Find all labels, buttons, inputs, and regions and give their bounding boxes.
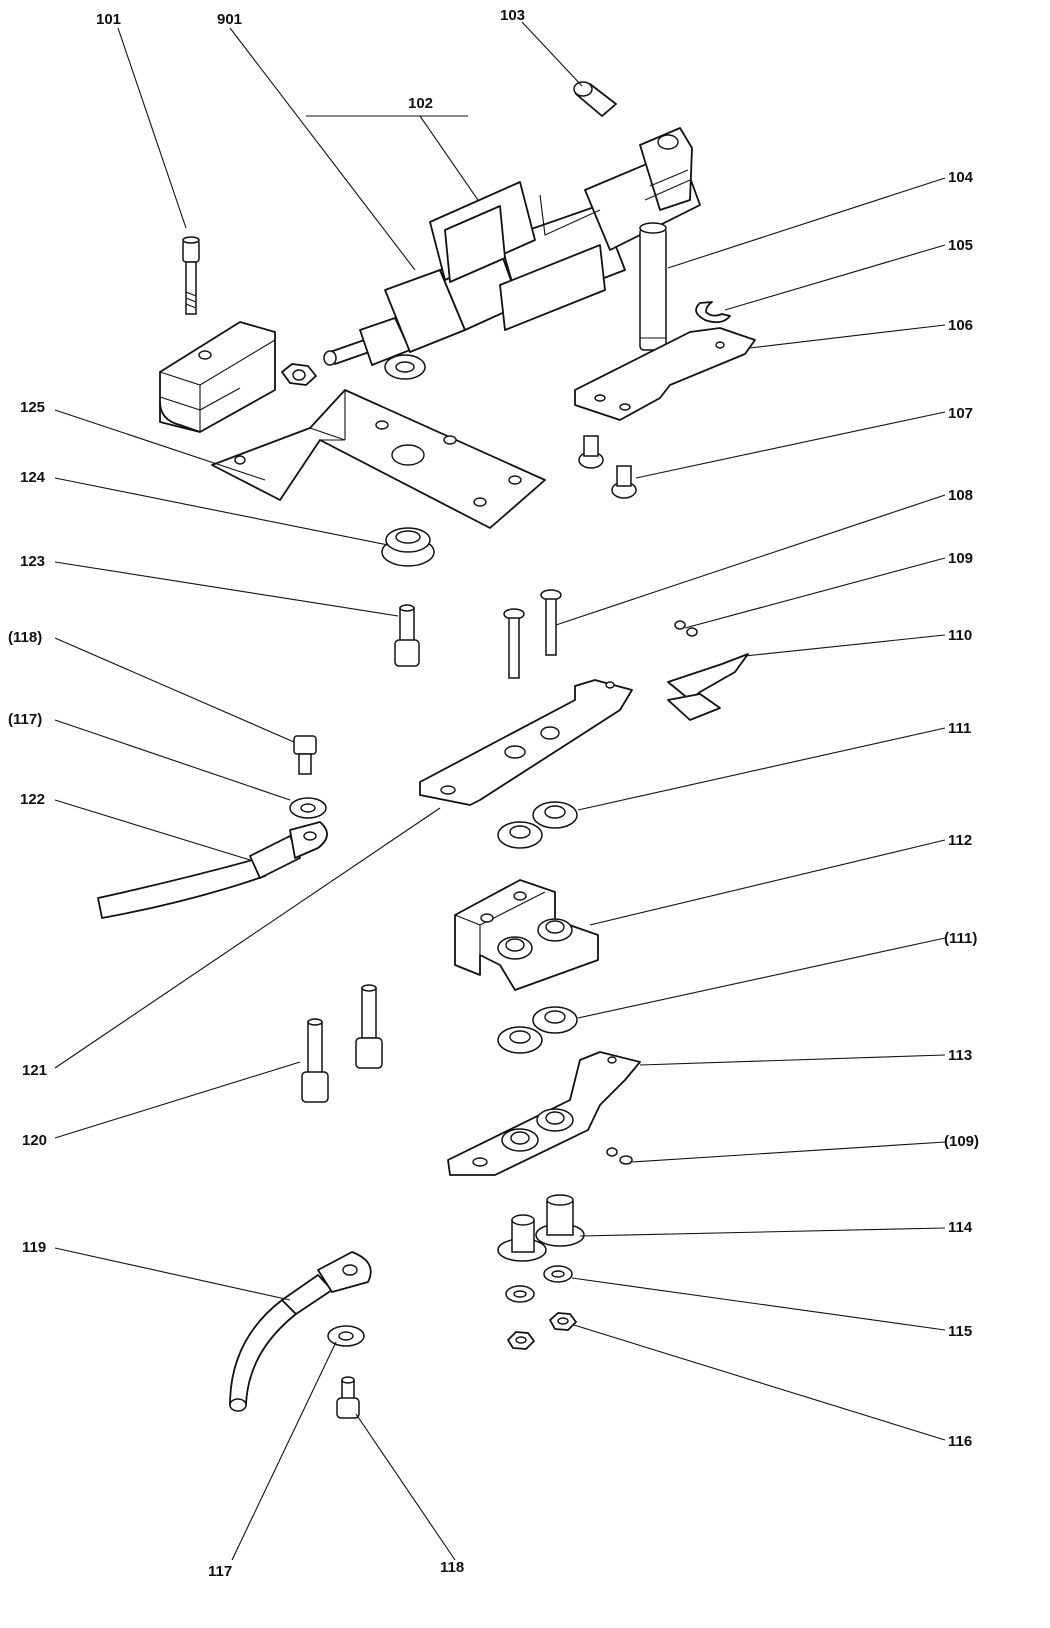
callout-110: 110 bbox=[948, 627, 972, 644]
callout-111-ref: (111) bbox=[944, 930, 977, 947]
callout-105: 105 bbox=[948, 237, 973, 254]
part-101-cap-screw bbox=[182, 236, 200, 315]
part-105-e-ring bbox=[695, 301, 731, 324]
part-123-cap-screw bbox=[394, 604, 420, 667]
part-109-small-screws-lower bbox=[606, 1147, 633, 1165]
callout-123: 123 bbox=[20, 553, 45, 570]
callout-106: 106 bbox=[948, 317, 973, 334]
callout-121: 121 bbox=[22, 1062, 47, 1079]
callout-117: 117 bbox=[208, 1563, 232, 1580]
part-111-washers-lower bbox=[497, 1006, 578, 1054]
part-120-cap-screws bbox=[301, 984, 383, 1103]
part-104-shaft bbox=[639, 222, 667, 351]
callout-113: 113 bbox=[948, 1047, 972, 1064]
part-117-washer-lower bbox=[327, 1325, 365, 1347]
callout-118: 118 bbox=[440, 1559, 464, 1576]
part-125-bent-bracket bbox=[211, 389, 546, 529]
callout-124: 124 bbox=[20, 469, 46, 486]
callout-901: 901 bbox=[217, 11, 242, 28]
part-114-spacers bbox=[497, 1194, 585, 1262]
part-113-plate bbox=[447, 1051, 641, 1176]
part-118-screw-lower bbox=[336, 1376, 360, 1419]
part-112-block bbox=[454, 879, 599, 991]
part-121-plate bbox=[419, 679, 633, 806]
part-103-pin bbox=[573, 81, 617, 117]
part-110-clip bbox=[667, 653, 749, 721]
part-901-air-cylinder bbox=[323, 127, 701, 366]
callout-103: 103 bbox=[500, 7, 525, 24]
part-117-washer bbox=[289, 797, 327, 819]
part-106-bracket bbox=[574, 327, 756, 421]
part-118-small-screw bbox=[293, 735, 317, 775]
part-107-screws bbox=[578, 435, 637, 499]
part-116-nuts bbox=[507, 1312, 577, 1350]
part-115-washers bbox=[505, 1265, 573, 1303]
callout-122: 122 bbox=[20, 791, 45, 808]
part-122-cable bbox=[97, 821, 328, 919]
callout-116: 116 bbox=[948, 1433, 972, 1450]
callout-101: 101 bbox=[96, 11, 121, 28]
part-109-small-screws bbox=[674, 620, 698, 637]
callout-labels: 101 901 103 102 104 105 106 107 125 124 … bbox=[8, 7, 979, 1580]
callout-111: 111 bbox=[948, 720, 971, 737]
callout-119: 119 bbox=[22, 1239, 46, 1256]
callout-114: 114 bbox=[948, 1219, 973, 1236]
callout-117-ref: (117) bbox=[8, 711, 42, 728]
part-washer-cylinder bbox=[384, 354, 426, 380]
callout-109-ref: (109) bbox=[944, 1133, 979, 1150]
callout-125: 125 bbox=[20, 399, 45, 416]
callout-104: 104 bbox=[948, 169, 974, 186]
callout-109: 109 bbox=[948, 550, 973, 567]
callout-102: 102 bbox=[408, 95, 433, 112]
part-111-washers bbox=[497, 801, 578, 849]
part-124-grommet bbox=[381, 527, 435, 567]
callout-108: 108 bbox=[948, 487, 973, 504]
part-108-screws bbox=[503, 589, 562, 679]
part-119-cable bbox=[229, 1251, 372, 1412]
callout-112: 112 bbox=[948, 832, 972, 849]
callout-120: 120 bbox=[22, 1132, 47, 1149]
callout-115: 115 bbox=[948, 1323, 972, 1340]
leader-lines bbox=[54, 21, 946, 1561]
callout-107: 107 bbox=[948, 405, 973, 422]
callout-118-ref: (118) bbox=[8, 629, 42, 646]
part-hex-nut-small bbox=[281, 363, 317, 386]
part-clevis-block bbox=[159, 321, 276, 433]
